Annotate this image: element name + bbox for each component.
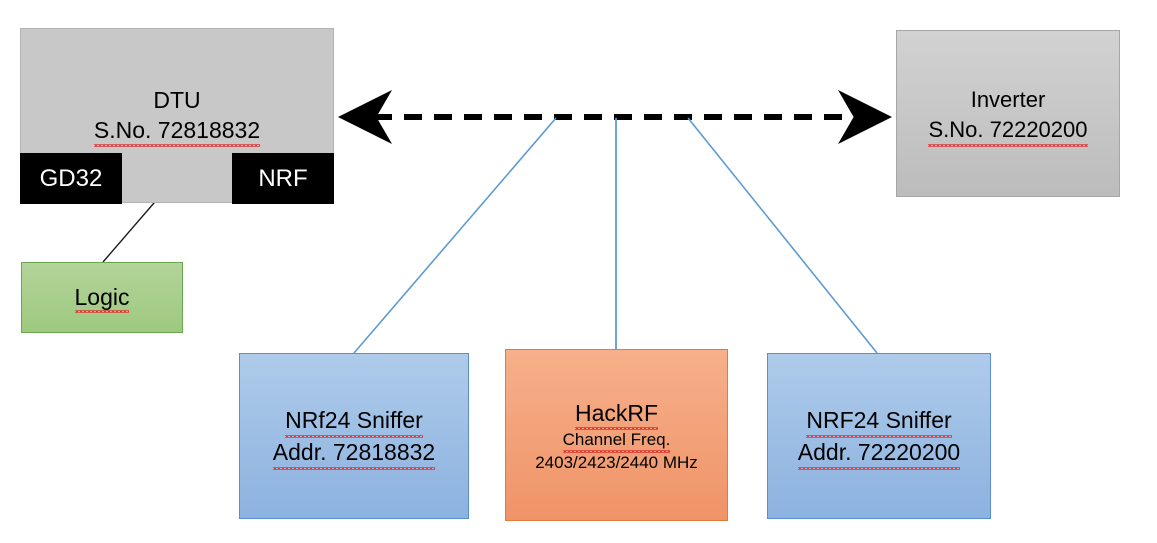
inverter-label: Inverter	[970, 87, 1046, 112]
sniffer-left-label: NRf24 Sniffer	[285, 404, 423, 438]
hackrf-label-text: HackRF	[574, 400, 659, 430]
logic-label: Logic	[74, 284, 130, 313]
hackrf-frequencies: 2403/2423/2440 MHz	[535, 453, 698, 472]
dtu-label: DTU	[153, 87, 201, 113]
logic-analyzer-box[interactable]: Logic	[21, 262, 183, 333]
hackrf-subtitle-text: Channel Freq.	[562, 430, 671, 453]
sniffer-right-tap-line	[687, 117, 878, 354]
dtu-serial-text: S.No. 72818832	[93, 117, 261, 147]
sniffer-left-address: Addr. 72818832	[272, 436, 436, 470]
sniffer-right-label-text: NRF24 Sniffer	[806, 404, 952, 438]
inverter-serial: S.No. 72220200	[928, 115, 1088, 147]
inverter-device-box[interactable]: Inverter S.No. 72220200	[896, 30, 1120, 197]
sniffer-right-label: NRF24 Sniffer	[806, 404, 952, 438]
nrf24-sniffer-left-box[interactable]: NRf24 Sniffer Addr. 72818832	[239, 353, 469, 519]
gd32-label: GD32	[39, 164, 103, 192]
sniffer-left-tap-line	[353, 117, 557, 354]
nrf-chip-box[interactable]: NRF	[232, 153, 334, 204]
hackrf-subtitle: Channel Freq.	[562, 428, 671, 453]
inverter-serial-text: S.No. 72220200	[928, 115, 1088, 147]
nrf24-sniffer-right-box[interactable]: NRF24 Sniffer Addr. 72220200	[767, 353, 991, 519]
sniffer-right-address-text: Addr. 72220200	[797, 436, 961, 470]
dtu-serial: S.No. 72818832	[93, 115, 261, 147]
hackrf-label: HackRF	[574, 398, 659, 430]
nrf-label: NRF	[258, 164, 308, 192]
sniffer-left-address-text: Addr. 72818832	[272, 436, 436, 470]
hackrf-box[interactable]: HackRF Channel Freq. 2403/2423/2440 MHz	[505, 349, 728, 521]
gd32-chip-box[interactable]: GD32	[20, 153, 122, 204]
sniffer-left-label-text: NRf24 Sniffer	[285, 404, 423, 438]
sniffer-right-address: Addr. 72220200	[797, 436, 961, 470]
